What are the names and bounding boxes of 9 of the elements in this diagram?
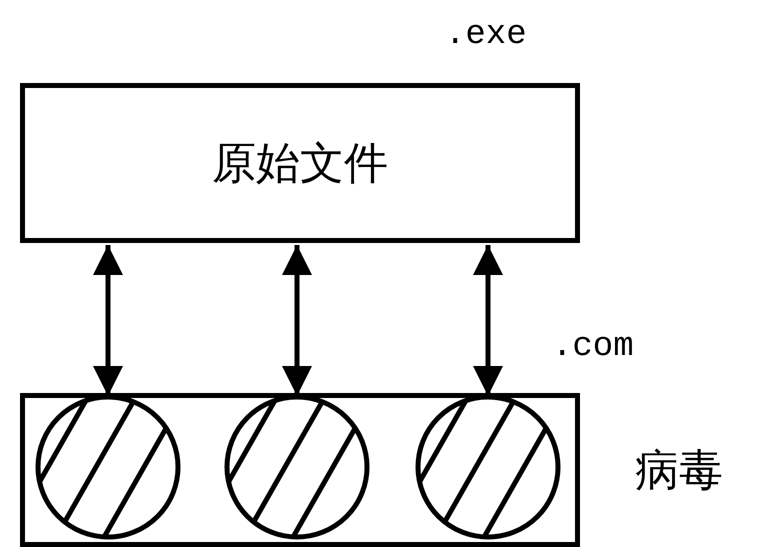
double-arrow: [282, 245, 312, 396]
file-box: [20, 83, 580, 243]
virus-label: 病毒: [635, 444, 723, 498]
extension-label: .exe: [445, 16, 527, 54]
double-arrow: [93, 245, 123, 396]
box-label: 原始文件: [212, 136, 388, 190]
extension-label: .com: [552, 328, 634, 366]
double-arrow: [473, 245, 503, 396]
virus-box: [20, 393, 580, 547]
